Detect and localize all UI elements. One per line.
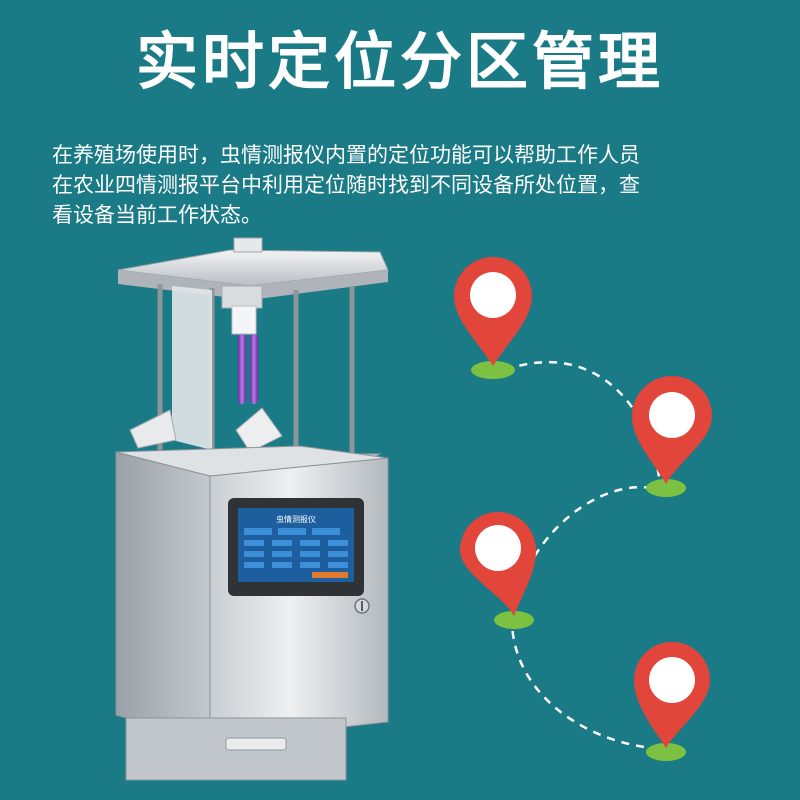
page-title: 实时定位分区管理: [135, 25, 664, 98]
location-pin-icon: [454, 257, 532, 379]
device-control-screen: 虫情测报仪: [228, 498, 364, 596]
description: 在养殖场使用时，虫情测报仪内置的定位功能可以帮助工作人员 在农业四情测报平台中利…: [52, 140, 782, 230]
location-pin-icon: [634, 642, 710, 761]
uv-lamp: [238, 334, 258, 404]
description-line-1: 在养殖场使用时，虫情测报仪内置的定位功能可以帮助工作人员: [52, 143, 640, 167]
screen-title: 虫情测报仪: [276, 514, 316, 524]
location-pin-icon: [632, 376, 712, 497]
description-line-3: 看设备当前工作状态。: [52, 203, 262, 227]
location-pin-icon: [460, 512, 536, 629]
cabinet-lock-icon: [354, 598, 370, 614]
description-line-2: 在农业四情测报平台中利用定位随时找到不同设备所处位置，查: [52, 173, 640, 197]
